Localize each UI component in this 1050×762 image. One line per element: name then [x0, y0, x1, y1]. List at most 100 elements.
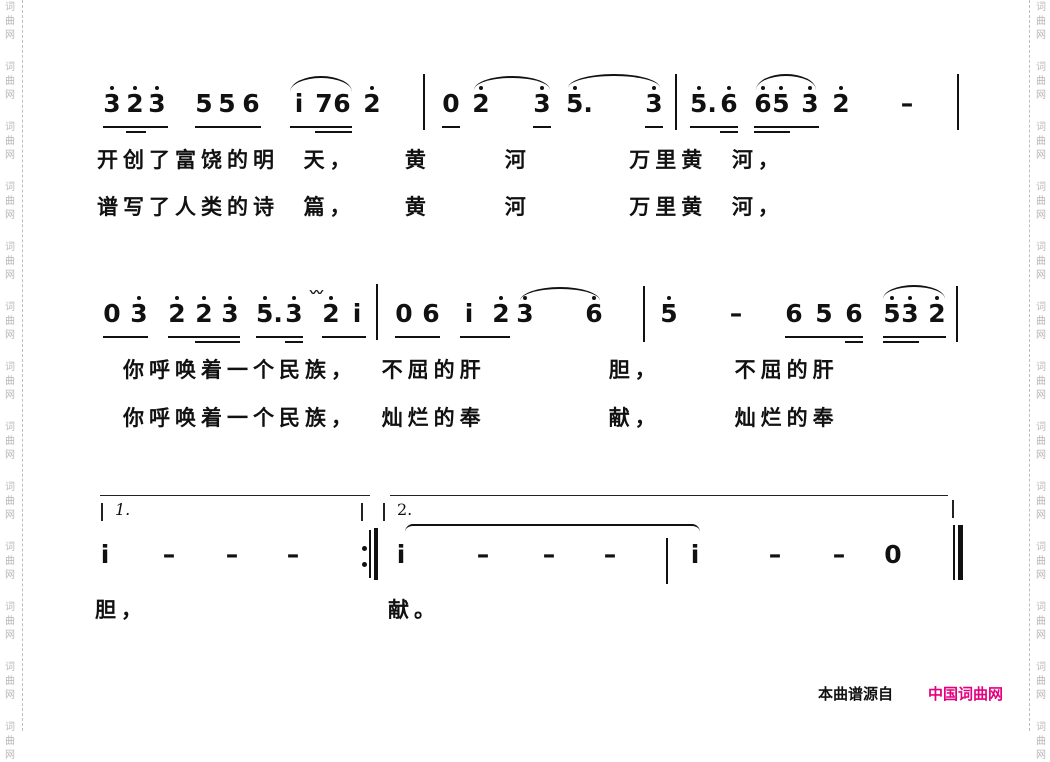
- volta-1-label: 1.: [115, 500, 131, 519]
- note: 6: [585, 299, 603, 328]
- note: 3: [285, 299, 303, 328]
- watermark-char: 曲: [1036, 556, 1046, 567]
- watermark-char: 词: [1036, 242, 1046, 253]
- watermark-char: 网: [5, 570, 15, 581]
- watermark-char: 词: [1036, 62, 1046, 73]
- sustain-dash: –: [286, 540, 300, 569]
- watermark-char: 网: [1036, 30, 1046, 41]
- watermark-char: 网: [5, 750, 15, 761]
- note: 3: [130, 299, 148, 328]
- lyric-line-1: 你呼唤着一个民族， 不屈的肝 胆， 不屈的肝: [123, 358, 839, 382]
- octave-dot: [908, 296, 912, 300]
- note: 5.: [566, 89, 593, 118]
- watermark-char: 词: [5, 602, 15, 613]
- note: 2: [126, 89, 144, 118]
- score-row-3: 1. 2. 胆， 献。 i–––i–––i––0: [95, 495, 963, 622]
- note: 6: [333, 89, 351, 118]
- note: 2: [363, 89, 381, 118]
- watermark-char: 曲: [5, 616, 15, 627]
- note: 7: [315, 89, 333, 118]
- beam-underline: [322, 336, 366, 338]
- watermark-char: 网: [1036, 390, 1046, 401]
- volta-bracket-2: [390, 495, 948, 497]
- watermark-char: 词: [5, 242, 15, 253]
- beam-underline: [256, 336, 303, 338]
- volta-tick: [383, 503, 385, 521]
- slur: [290, 76, 352, 92]
- note: 0: [884, 540, 902, 569]
- note: i: [352, 299, 362, 328]
- watermark-char: 曲: [1036, 436, 1046, 447]
- watermark-char: 网: [1036, 570, 1046, 581]
- source-label: 本曲谱源自: [818, 685, 894, 703]
- octave-dot: [499, 296, 503, 300]
- sustain-dash: –: [768, 540, 782, 569]
- watermark-char: 词: [5, 182, 15, 193]
- octave-dot: [155, 86, 159, 90]
- mordent-ornament: 〰: [310, 286, 324, 301]
- watermark-char: 网: [5, 390, 15, 401]
- note: 0: [103, 299, 121, 328]
- score-row-2: 〰 你呼唤着一个民族， 不屈的肝 胆， 不屈的肝你呼唤着一个民族， 灿烂的奉 献…: [103, 284, 958, 430]
- watermark-char: 曲: [5, 556, 15, 567]
- note: 2: [195, 299, 213, 328]
- sustain-dash: –: [832, 540, 846, 569]
- beam-underline: [103, 126, 168, 128]
- watermark-char: 曲: [1036, 616, 1046, 627]
- note: 6: [754, 89, 772, 118]
- note: 0: [395, 299, 413, 328]
- octave-dot: [479, 86, 483, 90]
- repeat-barline-thick: [374, 528, 378, 580]
- octave-dot: [329, 296, 333, 300]
- watermark-char: 词: [1036, 182, 1046, 193]
- note: 6: [845, 299, 863, 328]
- watermark-char: 曲: [1036, 196, 1046, 207]
- score-row-1: 开创了富饶的明 天， 黄 河 万里黄 河，谱写了人类的诗 篇， 黄 河 万里黄 …: [0, 0, 1050, 240]
- octave-dot: [667, 296, 671, 300]
- note: 0: [442, 89, 460, 118]
- octave-dot: [697, 86, 701, 90]
- lyric-line-1: 开创了富饶的明 天， 黄 河 万里黄 河，: [97, 148, 784, 172]
- watermark-char: 词: [1036, 362, 1046, 373]
- note: 5: [195, 89, 213, 118]
- beam-underline: [442, 126, 460, 128]
- watermark-char: 词: [5, 662, 15, 673]
- note: 5: [883, 299, 901, 328]
- watermark-char: 词: [1036, 122, 1046, 133]
- note: 5: [218, 89, 236, 118]
- note: 3: [516, 299, 534, 328]
- note: 5: [772, 89, 790, 118]
- note: i: [464, 299, 474, 328]
- beam-underline: [720, 131, 738, 133]
- sustain-dash: –: [900, 89, 914, 118]
- watermark-char: 网: [1036, 210, 1046, 221]
- octave-dot: [727, 86, 731, 90]
- watermark-char: 曲: [1036, 16, 1046, 27]
- octave-dot: [175, 296, 179, 300]
- octave-dot: [202, 296, 206, 300]
- octave-dot: [573, 86, 577, 90]
- note: 3: [103, 89, 121, 118]
- watermark-char: 曲: [5, 736, 15, 747]
- beam-underline: [883, 341, 919, 343]
- octave-dot: [137, 296, 141, 300]
- lyric-line-2: 你呼唤着一个民族， 灿烂的奉 献， 灿烂的奉: [123, 406, 839, 430]
- barline: [675, 74, 677, 130]
- note: 3: [645, 89, 663, 118]
- octave-dot: [263, 296, 267, 300]
- watermark-char: 网: [1036, 150, 1046, 161]
- watermark-char: 曲: [5, 676, 15, 687]
- watermark-char: 曲: [5, 16, 15, 27]
- note: 5.: [690, 89, 717, 118]
- watermark-char: 网: [5, 450, 15, 461]
- octave-dot: [592, 296, 596, 300]
- site-name-link[interactable]: 中国词曲网: [928, 685, 1004, 703]
- barline: [956, 286, 958, 342]
- watermark-char: 网: [1036, 690, 1046, 701]
- watermark-char: 网: [5, 510, 15, 521]
- watermark-char: 词: [5, 362, 15, 373]
- note: 6: [720, 89, 738, 118]
- barline: [376, 284, 378, 340]
- note: 6: [785, 299, 803, 328]
- watermark-char: 网: [1036, 90, 1046, 101]
